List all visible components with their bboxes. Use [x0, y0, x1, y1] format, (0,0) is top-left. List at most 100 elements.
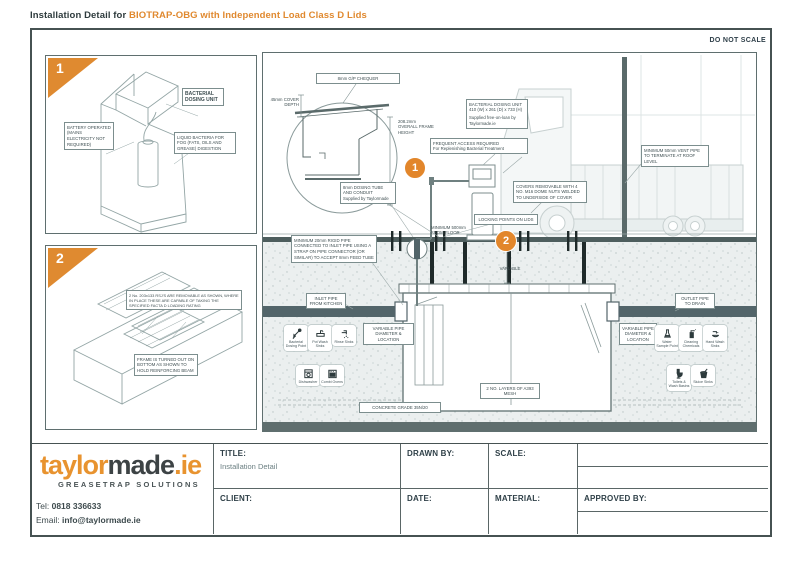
- panel-1-number: 1: [56, 60, 64, 76]
- legend-label: Water Sample Point: [656, 340, 678, 349]
- frequent-access-line2: For Replenishing Bacterial Treatment: [433, 146, 504, 152]
- sluice-sinks-icon: [699, 368, 708, 378]
- label-frame-turned-out: FRAME IS TURNED OUT ON BOTTOM AS SHOWN T…: [134, 354, 198, 377]
- revision-cell-1: [577, 444, 768, 467]
- dosing-unit-dimensions: 410 (W) x 261 (D) x 733 (H): [469, 107, 523, 113]
- label-variable-pipe-right: VARIABLE PIPE DIAMETER & LOCATION: [619, 323, 657, 346]
- tel-label: Tel:: [36, 501, 52, 511]
- cleaning-chemicals-icon: [689, 328, 696, 338]
- date-label: DATE:: [407, 494, 432, 503]
- legend-tile-hand-wash-sinks: Hand Wash Sinks: [703, 325, 727, 351]
- label-chequer-plate: 8mm G/P CHEQUER: [316, 73, 400, 84]
- legend-tile-rinse-sinks: Rinse Sinks: [332, 325, 356, 347]
- label-cover-depth: 45mm COVER DEPTH: [270, 96, 299, 108]
- title-block: taylormade.ie GREASETRAP SOLUTIONS Tel: …: [30, 443, 768, 534]
- frame-height-caption: OVERALL FRAME HEIGHT: [398, 124, 434, 135]
- combi-ovens-icon: [327, 369, 337, 378]
- logo-tagline: GREASETRAP SOLUTIONS: [58, 480, 200, 489]
- toilets-wash-basins-icon: [676, 368, 683, 379]
- frame-height-value: 208.2mm: [398, 118, 416, 124]
- dosing-tube-line2: Supplied by Taylormade: [343, 195, 389, 201]
- email-line: Email: info@taylormade.ie: [36, 515, 141, 525]
- label-dosing-tube: 8mm DOSING TUBE AND CONDUIT Supplied by …: [340, 182, 396, 205]
- client-cell: CLIENT:: [213, 489, 400, 534]
- legend-label: Pot Wash Sinks: [312, 340, 328, 349]
- date-cell: DATE:: [400, 489, 488, 534]
- panel-1-dosing-unit: 1 BACTERIAL DOSING UNIT: [45, 55, 257, 234]
- legend-tile-combi-ovens: Combi Ovens: [320, 365, 344, 387]
- hand-wash-sinks-icon: [711, 330, 719, 337]
- legend-tile-sluice-sinks: Sluice Sinks: [691, 365, 715, 387]
- legend-label: Bacterial Dosing Point: [285, 340, 307, 349]
- client-label: CLIENT:: [220, 494, 253, 503]
- panel-2-lid-frame: 2 2 No. 203x133 RSJ'S ARE REMOVABLE AS S…: [45, 245, 257, 430]
- legend-tile-dishwasher: Dishwasher: [296, 365, 320, 387]
- vent-pipe: [622, 57, 627, 313]
- legend-tile-toilets-wash-basins: Toilets & Wash Basins: [667, 365, 691, 391]
- sheet-border: [30, 28, 772, 537]
- label-min-from-floor: MINIMUM 500mm FROM FLOOR: [431, 224, 466, 236]
- taylormade-logo: taylormade.ie: [40, 450, 202, 481]
- panel-2-drawing: [73, 271, 243, 405]
- legend-label: Combi Ovens: [321, 380, 343, 384]
- label-bacterial-dosing-unit: BACTERIAL DOSING UNIT: [182, 88, 224, 107]
- dosing-tube-line1: 8mm DOSING TUBE AND CONDUIT: [343, 184, 384, 196]
- label-variable-depth: VARIABLE: [499, 265, 521, 271]
- legend-tile-water-sample-point: Water Sample Point: [655, 325, 679, 351]
- legend-label: Toilets & Wash Basins: [668, 380, 690, 389]
- label-rsj-removable: 2 No. 203x133 RSJ'S ARE REMOVABLE AS SHO…: [126, 290, 242, 311]
- label-variable-pipe-left: VARIABLE PIPE DIAMETER & LOCATION: [363, 323, 414, 346]
- logo-taylor: taylor: [40, 450, 109, 480]
- rinse-sinks-icon: [341, 329, 348, 338]
- label-frequent-access: FREQUENT ACCESS REQUIRED For Replenishin…: [430, 138, 528, 155]
- label-inlet-pipe: INLET PIPE FROM KITCHEN: [306, 293, 346, 310]
- label-rigid-pipe: MINIMUM 20mm RIGID PIPE CONNECTED TO INL…: [291, 235, 377, 263]
- dishwasher-icon: [303, 368, 313, 378]
- scale-cell: SCALE:: [488, 444, 577, 489]
- label-battery-operated: BATTERY OPERATED (MAINS ELECTRICITY NOT …: [64, 122, 114, 150]
- label-concrete-grade: CONCRETE GRADE 35N/20: [359, 402, 441, 413]
- legend-tile-bacterial-dosing-point: Bacterial Dosing Point: [284, 325, 308, 351]
- title-label: TITLE:: [220, 449, 247, 458]
- title-cell: TITLE: Installation Detail: [213, 444, 400, 489]
- lid-bolts: [391, 231, 578, 251]
- approved-by-value-cell: [577, 511, 768, 534]
- main-section-drawing: 1 2 8mm G/P CHEQUER 45mm COVER DEPTH 208…: [262, 52, 757, 432]
- drawn-by-cell: DRAWN BY:: [400, 444, 488, 489]
- dosing-unit-name: BACTERIAL DOSING UNIT: [469, 101, 523, 107]
- panel-2-number: 2: [56, 250, 64, 266]
- legend-label: Rinse Sinks: [334, 340, 354, 344]
- sheet-title-prefix: Installation Detail for: [30, 10, 129, 21]
- label-frame-height: 208.2mm OVERALL FRAME HEIGHT: [396, 117, 440, 137]
- logo-cell: taylormade.ie GREASETRAP SOLUTIONS Tel: …: [30, 444, 213, 534]
- pipes: [263, 301, 756, 322]
- marker-1: 1: [404, 157, 426, 179]
- title-value: Installation Detail: [220, 462, 278, 471]
- logo-made: made: [107, 450, 176, 480]
- material-cell: MATERIAL:: [488, 489, 577, 534]
- approved-by-label: APPROVED BY:: [584, 494, 647, 503]
- legend-tile-cleaning-chemicals: Cleaning Chemicals: [679, 325, 703, 351]
- bacterial-dosing-point-icon: [292, 328, 301, 339]
- approved-by-cell: APPROVED BY:: [577, 489, 768, 512]
- label-vent-pipe: MINIMUM 50mm VENT PIPE TO TERMINATE AT R…: [641, 145, 709, 168]
- sheet-title-product: BIOTRAP-OBG with Independent Load Class …: [129, 10, 367, 21]
- label-locking-points: LOCKING POINTS ON LIDS: [474, 214, 538, 225]
- legend-tile-pot-wash-sinks: Pot Wash Sinks: [308, 325, 332, 351]
- email-value: info@taylormade.ie: [61, 515, 141, 525]
- do-not-scale-note: DO NOT SCALE: [709, 37, 766, 44]
- pot-wash-sinks-icon: [315, 329, 325, 337]
- legend-label: Cleaning Chemicals: [682, 340, 700, 349]
- legend-label: Dishwasher: [298, 380, 318, 384]
- label-outlet-pipe: OUTLET PIPE TO DRAIN: [675, 293, 715, 310]
- marker-2: 2: [495, 230, 517, 252]
- label-covers-removable: COVERS REMOVABLE WITH 4 NO. M16 DOME NUT…: [513, 181, 587, 204]
- tel-value: 0818 336633: [51, 501, 102, 511]
- label-bacterial-dosing-unit: BACTERIAL DOSING UNIT 410 (W) x 261 (D) …: [466, 99, 528, 130]
- scale-label: SCALE:: [495, 449, 526, 458]
- legend-label: Hand Wash Sinks: [705, 340, 725, 349]
- frequent-access-line1: FREQUENT ACCESS REQUIRED: [433, 140, 500, 146]
- logo-ie: .ie: [174, 450, 202, 480]
- dosing-unit-supply-note: Supplied free-on-loan by Taylormade.ie: [469, 115, 516, 127]
- email-label: Email:: [36, 515, 62, 525]
